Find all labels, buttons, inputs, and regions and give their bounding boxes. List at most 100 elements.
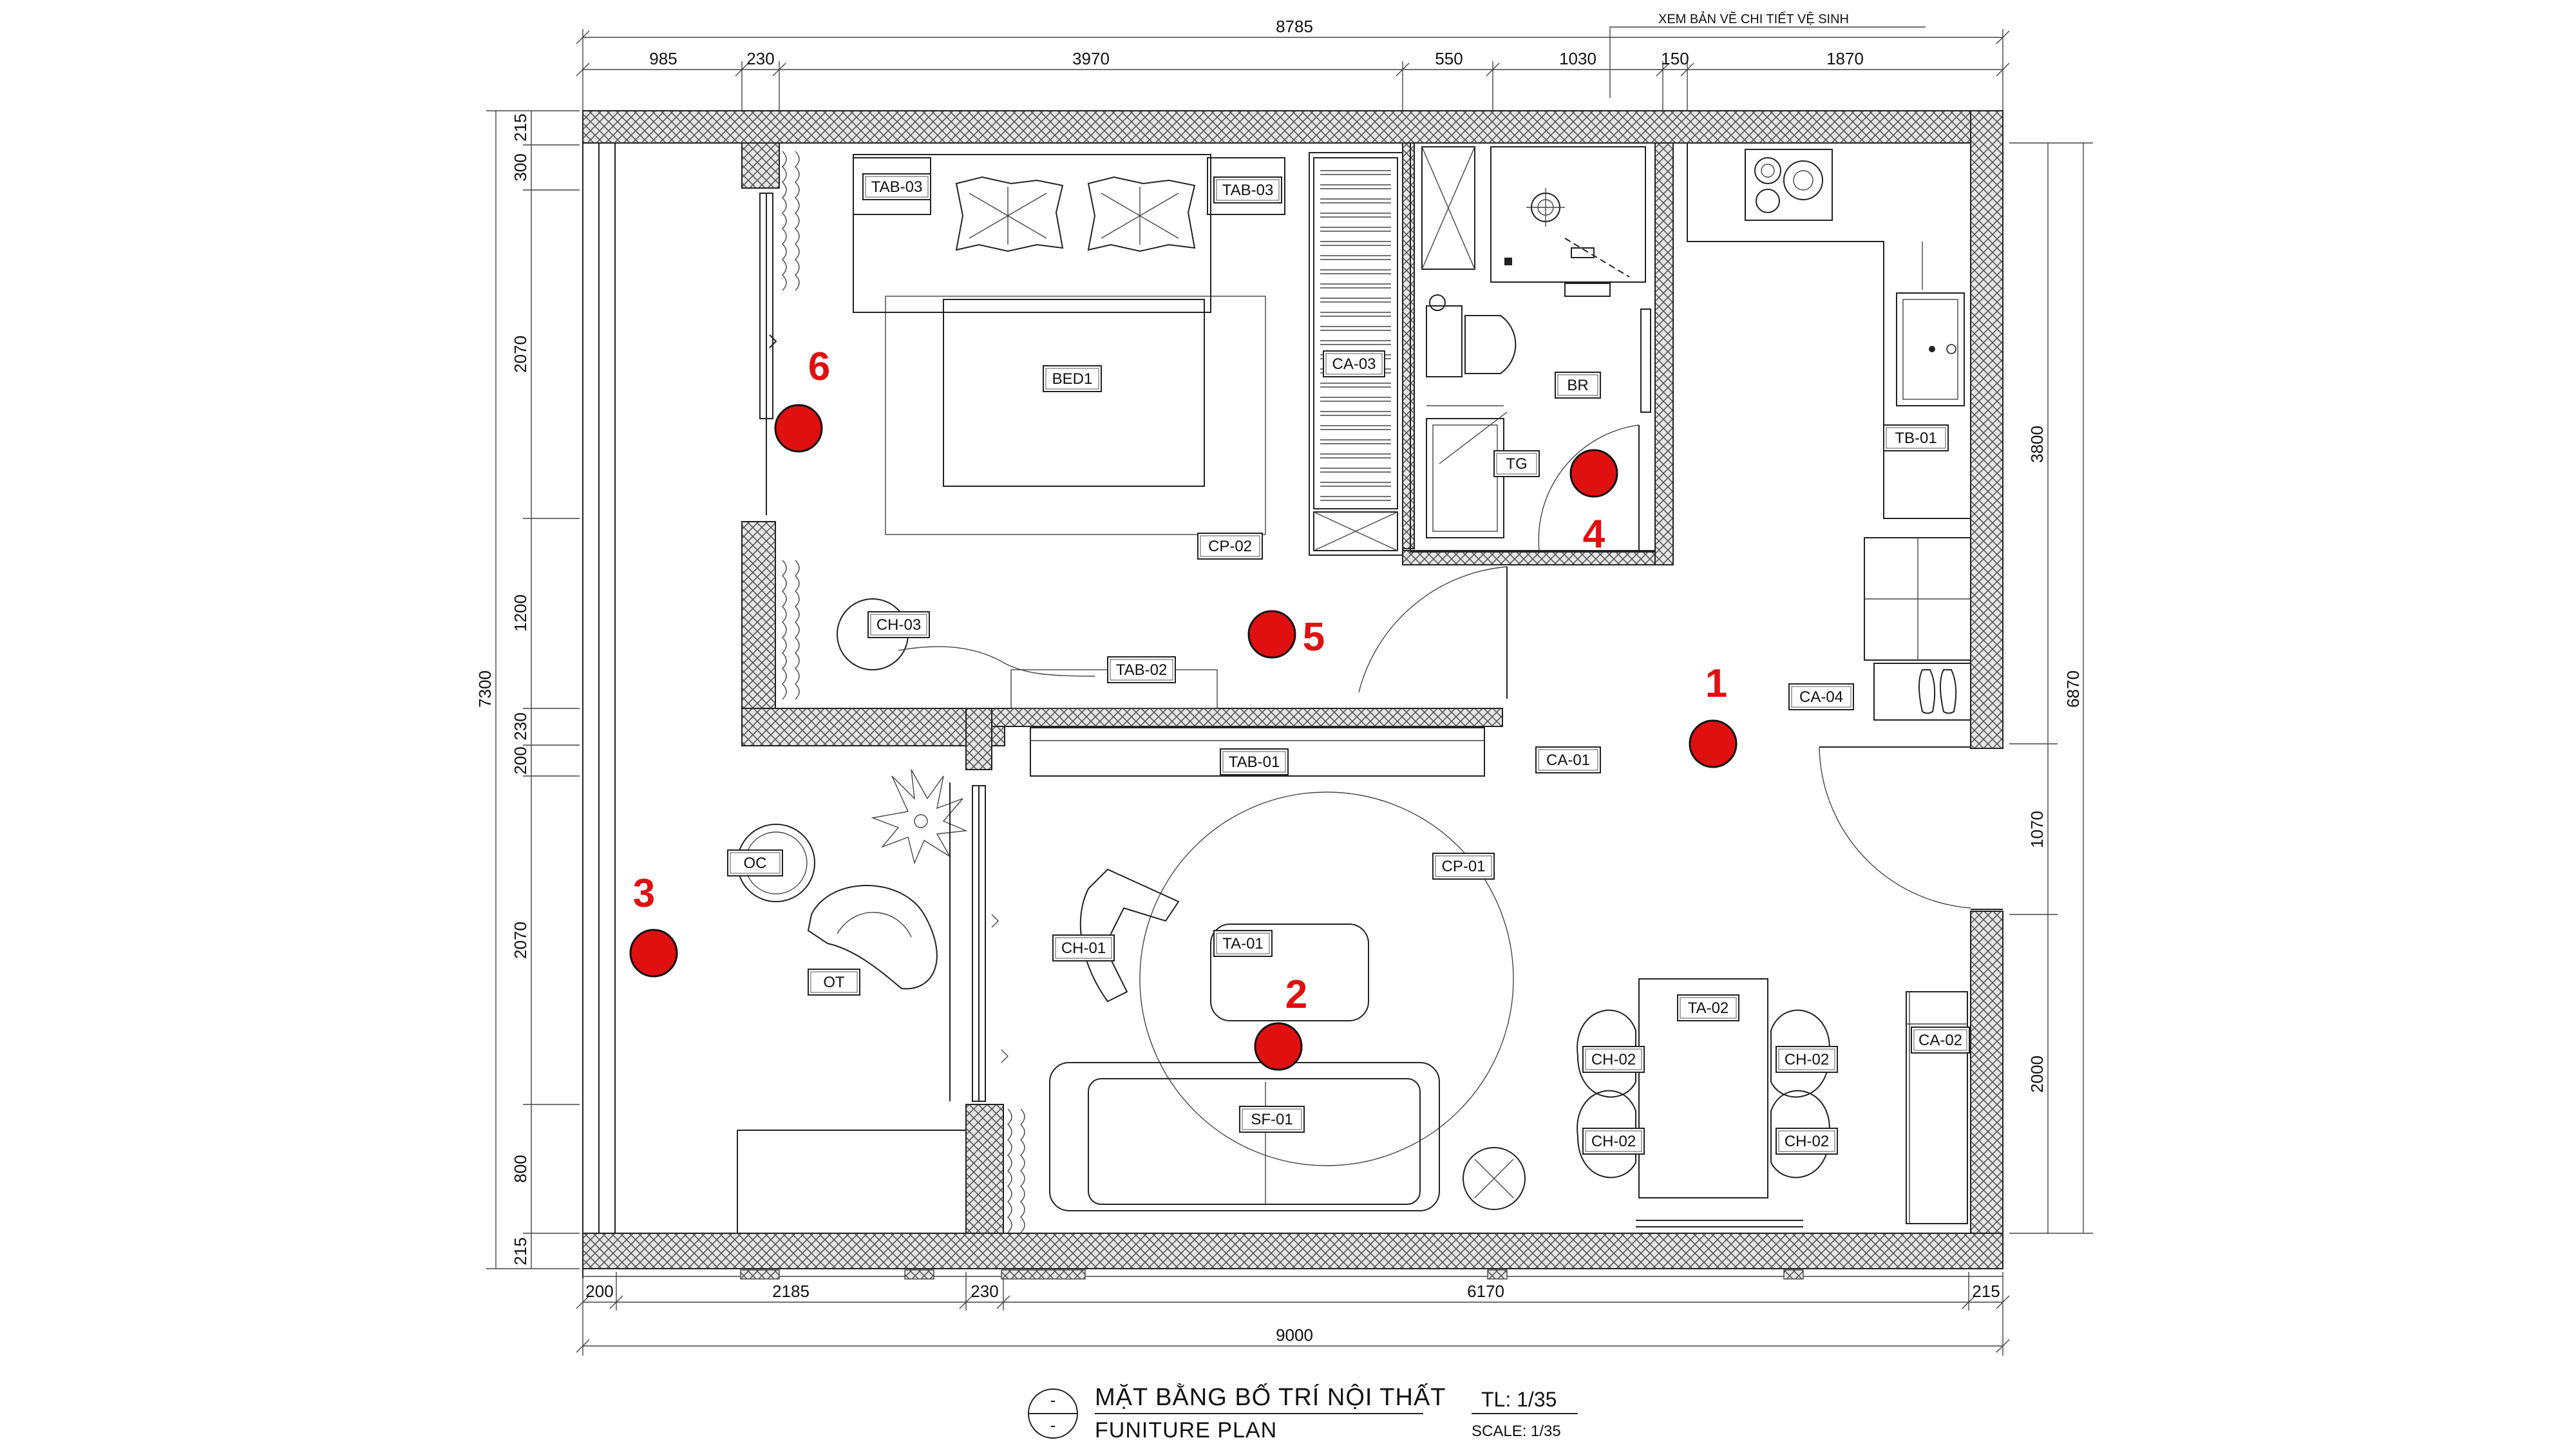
wall-living-lower-stub [965, 1104, 1004, 1234]
marker-dot [1254, 1022, 1303, 1071]
dim-left-1: 215 [511, 113, 530, 141]
marker-label: 1 [1705, 661, 1727, 706]
marker-label: 5 [1303, 615, 1325, 659]
tag-ta02: TA-02 [1677, 994, 1739, 1021]
tag-ch01: CH-01 [1052, 934, 1115, 961]
wall-living-stub [965, 708, 992, 770]
tag-ch02-3: CH-02 [1582, 1128, 1645, 1155]
balcony [737, 769, 968, 1233]
marker-dot [1689, 719, 1738, 768]
plan-title-english: FUNITURE PLAN [1095, 1418, 1277, 1443]
marker-label: 4 [1583, 512, 1605, 556]
living-dining [972, 727, 1968, 1233]
tag-label: CH-02 [1591, 1051, 1636, 1068]
dim-left-7: 2070 [511, 922, 530, 959]
dim-top-2: 230 [746, 49, 774, 68]
wall-bedroom-bottom-right [991, 708, 1503, 727]
tag-ca03: CA-03 [1323, 350, 1385, 377]
tag-label: CA-04 [1799, 688, 1843, 706]
dim-bottom-2: 2185 [772, 1282, 810, 1301]
tag-label: TB-01 [1895, 430, 1937, 447]
dim-top-4: 550 [1435, 49, 1463, 68]
dim-left-total: 7300 [475, 670, 495, 708]
tag-label: CH-02 [1591, 1133, 1636, 1150]
balcony-plant [871, 769, 968, 865]
dim-left-8: 800 [511, 1155, 530, 1182]
marker-dot [1569, 449, 1618, 498]
tag-tab03-right: TAB-03 [1213, 176, 1282, 204]
dim-bottom-total: 9000 [1276, 1325, 1313, 1345]
dim-top-6: 150 [1661, 49, 1689, 68]
dim-top-7: 1870 [1826, 49, 1864, 68]
tag-label: SF-01 [1251, 1111, 1293, 1128]
tag-label: TAB-01 [1229, 753, 1280, 771]
tag-label: TAB-03 [1222, 182, 1274, 199]
desk-edge [898, 646, 1095, 677]
tag-label: CH-02 [1785, 1051, 1829, 1068]
tag-label: OT [823, 974, 845, 991]
marker-5: 5 [1247, 610, 1325, 659]
tag-ca04: CA-04 [1788, 683, 1854, 710]
cooktop [1745, 149, 1833, 221]
marker-2: 2 [1254, 972, 1307, 1071]
tag-label: TAB-03 [871, 178, 923, 196]
toilet-detail-note: XEM BẢN VẼ CHI TIẾT VỆ SINH [1609, 11, 1926, 98]
dim-left-3: 2070 [511, 336, 530, 373]
vanity [1426, 418, 1504, 538]
wall-bedroom-lower-left [741, 521, 776, 744]
tag-tb01: TB-01 [1883, 424, 1949, 451]
tag-label: OC [744, 855, 767, 872]
dim-left-5: 230 [511, 712, 530, 740]
tag-ch02-1: CH-02 [1582, 1046, 1645, 1073]
lounge-chair [807, 885, 938, 990]
side-stool [1463, 1147, 1526, 1210]
wall-bath-right [1654, 142, 1674, 565]
scale-english: SCALE: 1/35 [1472, 1423, 1561, 1440]
bathroom-door-swing [1538, 424, 1640, 551]
title-block: - - MẶT BẰNG BỐ TRÍ NỘI THẤT FUNITURE PL… [1028, 1382, 1578, 1443]
entrance-door-swing [1819, 746, 1971, 909]
wall-bath-bottom [1402, 550, 1674, 565]
kitchen [1687, 142, 2003, 910]
tag-label: BR [1567, 377, 1588, 394]
dining-chairs [1577, 1009, 1830, 1179]
tag-label: CA-03 [1332, 355, 1376, 373]
dim-bottom-5: 215 [1972, 1282, 2000, 1301]
tall-cabinet [1906, 991, 1968, 1224]
sofa [1049, 1062, 1440, 1211]
shower-area [1490, 146, 1646, 283]
tag-label: TAB-02 [1116, 661, 1168, 679]
tag-label: TG [1506, 455, 1527, 473]
bed [853, 154, 1211, 487]
dim-right-2: 1070 [2027, 811, 2047, 848]
marker-label: 2 [1285, 972, 1307, 1017]
tag-ca01: CA-01 [1535, 746, 1601, 773]
tag-tab03-left: TAB-03 [862, 173, 931, 200]
shower-tray [1421, 146, 1475, 270]
tag-tab02: TAB-02 [1107, 656, 1176, 683]
scale-vietnamese: TL: 1/35 [1481, 1388, 1557, 1411]
dim-left-2: 300 [511, 153, 530, 181]
curtain-bottom [782, 560, 800, 700]
tag-br: BR [1555, 372, 1601, 399]
bedroom-rug [885, 296, 1266, 535]
wall-bedroom-stub [741, 142, 780, 189]
tag-label: CH-02 [1785, 1133, 1829, 1150]
tag-ch02-2: CH-02 [1776, 1046, 1838, 1073]
tag-bed1: BED1 [1043, 365, 1102, 392]
round-rug [1139, 791, 1514, 1166]
dim-right-3: 2000 [2027, 1056, 2047, 1093]
tag-ch03: CH-03 [867, 611, 930, 638]
marker-3: 3 [629, 871, 678, 978]
bedroom [782, 151, 1508, 709]
wall-right-upper [1970, 110, 2003, 749]
tag-label: CP-01 [1441, 858, 1485, 875]
tag-ch02-4: CH-02 [1776, 1128, 1838, 1155]
dim-bottom-3: 230 [971, 1282, 998, 1301]
tag-sf01: SF-01 [1239, 1106, 1305, 1133]
dim-top-3: 3970 [1072, 49, 1110, 68]
marker-label: 3 [633, 871, 655, 916]
tag-ot: OT [808, 969, 860, 996]
tag-cp01: CP-01 [1432, 853, 1495, 880]
